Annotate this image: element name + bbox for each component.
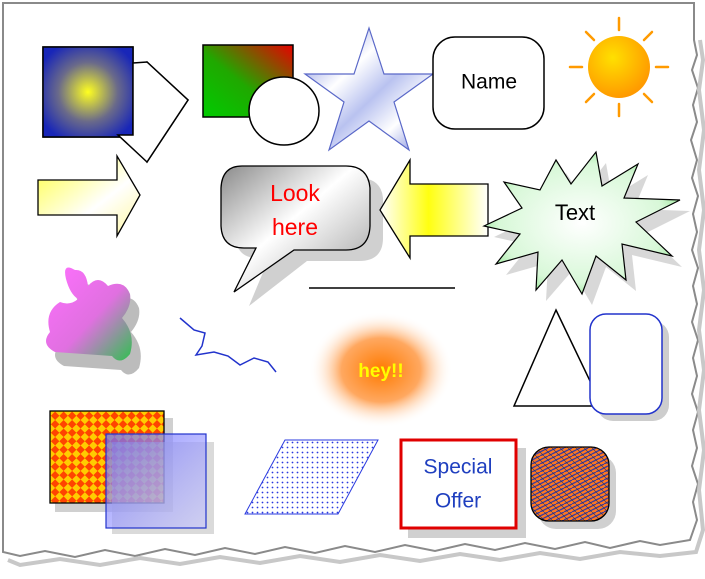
gradient-star [303, 26, 435, 152]
torn-paper-border [2, 2, 700, 559]
checker-squares [49, 410, 214, 534]
freeform-squiggle-line [179, 317, 277, 373]
text-label: Text [555, 200, 595, 225]
triangle-and-rounded-rect [512, 308, 669, 421]
dotted-parallelogram [244, 439, 379, 515]
look-here-line1: Look [270, 180, 320, 206]
woven-rounded-square [530, 446, 616, 529]
bunny-freeform-shape [46, 267, 141, 375]
red-green-rect-with-circle [202, 44, 320, 146]
text-starburst [482, 150, 690, 305]
special-offer-box [399, 438, 526, 538]
left-arrow-shape [379, 157, 489, 261]
special-offer-line2: Offer [435, 490, 481, 513]
look-here-line2: here [272, 214, 318, 240]
gradient-square [42, 46, 134, 138]
special-offer-line1: Special [424, 456, 493, 479]
name-label: Name [461, 71, 517, 94]
sun-icon [568, 16, 670, 118]
name-rounded-box [432, 36, 545, 130]
hey-label: hey!! [358, 361, 403, 382]
look-here-callout [220, 165, 383, 306]
diamond-shape [116, 61, 189, 164]
torn-edge-shadow [7, 39, 705, 568]
hey-glow-oval [309, 312, 453, 428]
right-arrow-shape [37, 153, 141, 239]
